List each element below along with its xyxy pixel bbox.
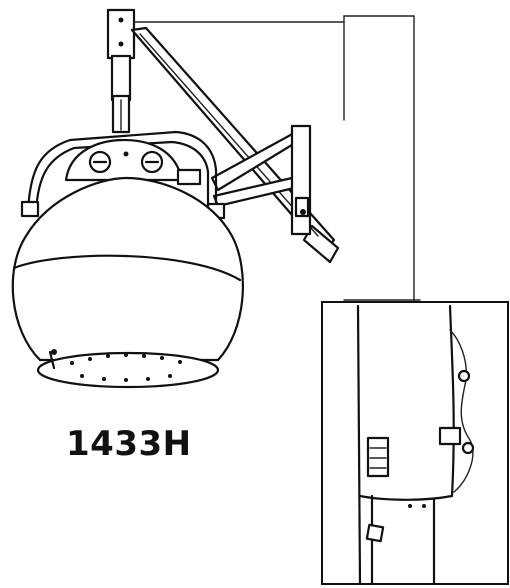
vertical-stem xyxy=(111,94,131,134)
vent-dots xyxy=(70,353,182,382)
model-number: 1433H xyxy=(66,424,192,464)
yoke xyxy=(20,130,226,220)
diagonal-arm xyxy=(130,26,340,264)
detail-inset xyxy=(321,299,509,586)
wall-bracket xyxy=(106,8,136,102)
dryer-hood xyxy=(11,176,244,389)
leader-line xyxy=(133,15,415,303)
motor-housing xyxy=(64,138,202,186)
